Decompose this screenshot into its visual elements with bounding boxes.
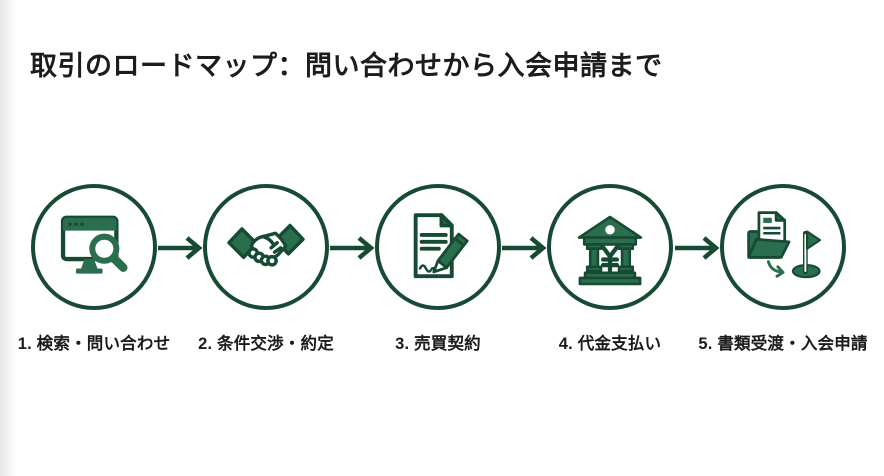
folder-golf-flag-icon xyxy=(747,211,822,279)
step-label: 2. 条件交渉・約定 xyxy=(198,335,334,353)
arrow-right-icon xyxy=(502,233,548,263)
step-label: 5. 書類受渡・入会申請 xyxy=(698,335,868,353)
step-circle xyxy=(547,184,673,310)
step-circle xyxy=(720,184,846,310)
arrow-right-icon xyxy=(675,233,721,263)
handshake-icon xyxy=(227,223,305,267)
contract-signing-icon xyxy=(413,213,469,279)
step-search-inquiry: 1. 検索・問い合わせ xyxy=(9,184,179,354)
step-payment: 4. 代金支払い xyxy=(525,184,695,354)
step-circle xyxy=(31,184,157,310)
page-title: 取引のロードマップ：問い合わせから入会申請まで xyxy=(30,51,663,81)
step-document-handover-membership: 5. 書類受渡・入会申請 xyxy=(698,184,868,354)
monitor-search-icon xyxy=(60,215,128,274)
step-sales-contract: 3. 売買契約 xyxy=(353,184,523,354)
arrow-right-icon xyxy=(158,233,204,263)
arrow-right-icon xyxy=(330,233,376,263)
bank-yen-icon xyxy=(577,215,643,286)
step-circle xyxy=(203,184,329,310)
step-negotiation-agreement: 2. 条件交渉・約定 xyxy=(181,184,351,354)
step-label: 4. 代金支払い xyxy=(558,335,662,353)
step-circle xyxy=(375,184,501,310)
step-label: 1. 検索・問い合わせ xyxy=(17,335,171,353)
step-label: 3. 売買契約 xyxy=(395,335,481,353)
